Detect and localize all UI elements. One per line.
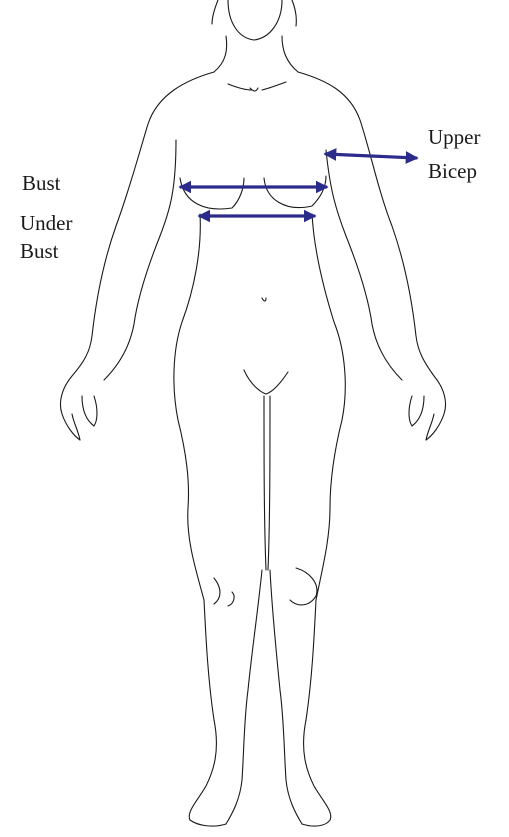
left-hand [72,396,97,440]
collarbone-right [262,82,286,90]
right-hand [409,396,434,440]
neck-right [282,36,298,72]
left-arm-outer [60,72,214,440]
torso-left [174,214,204,600]
left-arm-inner [104,140,176,380]
right-arm-outer [298,72,446,440]
right-leg-outer [304,600,331,820]
inner-leg-line [264,396,270,570]
left-foot [190,820,226,826]
left-leg-outer [189,600,216,820]
left-knee [214,578,234,606]
sternum [250,88,258,91]
face-outline [228,0,282,40]
label-upper-bicep-line2: Bicep [428,158,477,184]
bust-left [180,178,244,209]
torso-right [312,214,345,600]
label-under-bust-line2: Bust [20,238,59,264]
right-leg-inner [270,570,302,824]
right-foot [302,820,330,826]
hair-left [212,0,218,24]
right-arm-inner [326,150,402,380]
neck-left [214,36,227,72]
upper-bicep-measurement-arrow [326,154,416,158]
label-bust: Bust [22,170,61,196]
bust-right [264,176,326,208]
label-under-bust-line1: Under [20,210,72,236]
collarbone-left [228,84,252,90]
left-leg-inner [226,570,262,824]
groin [244,370,288,394]
body-outline [60,0,445,826]
hair-right [292,0,296,26]
navel [262,298,266,301]
label-upper-bicep-line1: Upper [428,124,480,150]
right-knee [290,568,317,605]
